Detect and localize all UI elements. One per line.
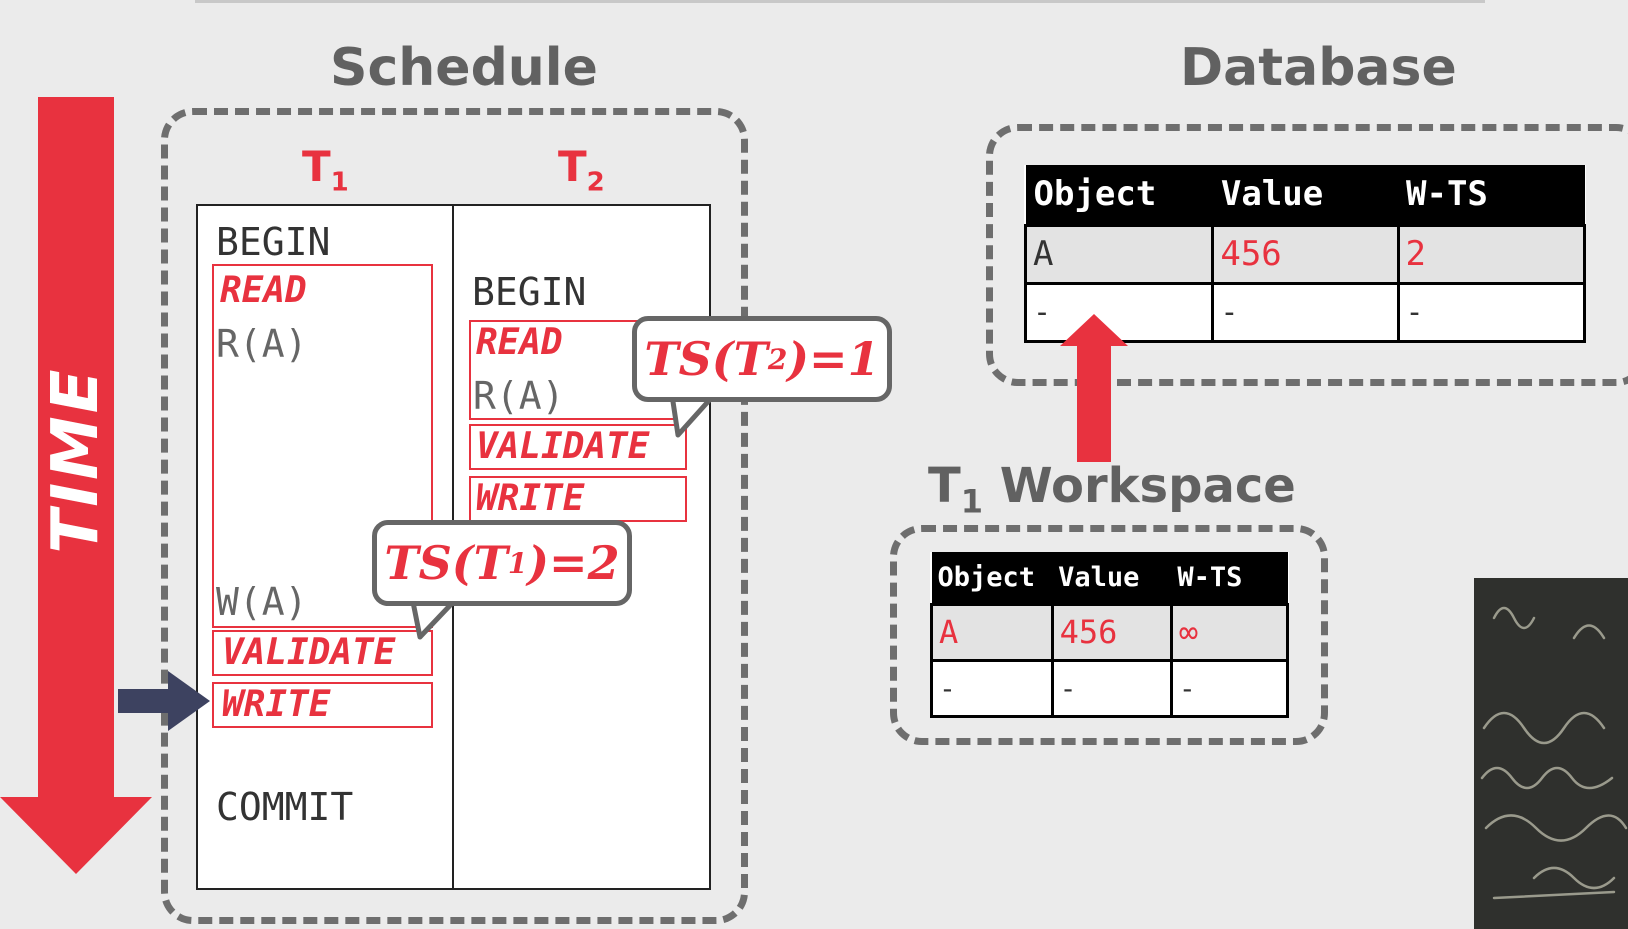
t1-write-phase-box bbox=[212, 682, 433, 728]
t1-read-phase-label: READ bbox=[220, 270, 307, 311]
t2-validate-phase-box bbox=[469, 424, 687, 470]
t1-write-a: W(A) bbox=[216, 580, 308, 624]
blackboard-video-thumbnail bbox=[1474, 578, 1628, 929]
ws-cell-object-a: A bbox=[930, 602, 1054, 662]
db-cell-object-a: A bbox=[1023, 223, 1215, 285]
ws-header-value: Value bbox=[1052, 552, 1172, 604]
workspace-title: T1 Workspace bbox=[928, 458, 1296, 521]
db-cell-empty-1: - bbox=[1023, 281, 1215, 343]
t1-commit: COMMIT bbox=[216, 785, 354, 829]
database-dashed-frame bbox=[986, 124, 1628, 386]
database-table: Object Value W-TS A 456 2 - - - bbox=[1023, 165, 1587, 343]
t1-read-phase-box bbox=[212, 264, 433, 628]
time-arrow-shaft bbox=[38, 97, 114, 799]
ws-header-wts: W-TS bbox=[1171, 552, 1288, 604]
database-title: Database bbox=[1180, 38, 1457, 98]
ws-header-object: Object bbox=[931, 552, 1053, 604]
db-cell-empty-2: - bbox=[1211, 281, 1400, 343]
db-cell-empty-3: - bbox=[1396, 281, 1587, 343]
t1-write-phase-label: WRITE bbox=[222, 684, 331, 725]
ws-cell-empty-1: - bbox=[930, 658, 1054, 718]
t2-validate-phase-label: VALIDATE bbox=[476, 426, 650, 467]
t1-header: T1 bbox=[302, 142, 349, 198]
t1-validate-phase-label: VALIDATE bbox=[222, 632, 396, 673]
ws-cell-empty-3: - bbox=[1169, 658, 1290, 718]
ws-cell-empty-2: - bbox=[1050, 658, 1173, 718]
db-header-value: Value bbox=[1212, 165, 1399, 225]
t2-read-a: R(A) bbox=[473, 374, 565, 418]
schedule-dashed-frame bbox=[161, 108, 748, 924]
t2-header: T2 bbox=[558, 142, 605, 198]
db-header-wts: W-TS bbox=[1398, 165, 1585, 225]
time-arrow-head bbox=[0, 797, 152, 874]
t2-begin: BEGIN bbox=[472, 270, 587, 314]
t1-read-a: R(A) bbox=[216, 322, 308, 366]
workspace-table: Object Value W-TS A 456 ∞ - - - bbox=[930, 552, 1290, 718]
workspace-dashed-frame bbox=[890, 525, 1328, 745]
ws-cell-wts-a: ∞ bbox=[1169, 602, 1290, 662]
db-cell-wts-a: 2 bbox=[1396, 223, 1587, 285]
t2-read-phase-label: READ bbox=[476, 322, 563, 363]
write-up-arrow-icon bbox=[1060, 314, 1128, 462]
ws-cell-value-a: 456 bbox=[1050, 602, 1173, 662]
current-step-arrow-icon bbox=[118, 671, 210, 731]
db-header-object: Object bbox=[1025, 165, 1213, 225]
schedule-title: Schedule bbox=[330, 38, 598, 98]
time-label: TIME bbox=[39, 366, 113, 554]
db-cell-value-a: 456 bbox=[1211, 223, 1400, 285]
t1-validate-phase-box bbox=[212, 630, 433, 676]
t1-begin: BEGIN bbox=[216, 220, 331, 264]
top-rule bbox=[195, 0, 1485, 3]
blackboard-scribble-icon bbox=[1480, 606, 1628, 900]
t2-write-phase-label: WRITE bbox=[476, 478, 585, 519]
